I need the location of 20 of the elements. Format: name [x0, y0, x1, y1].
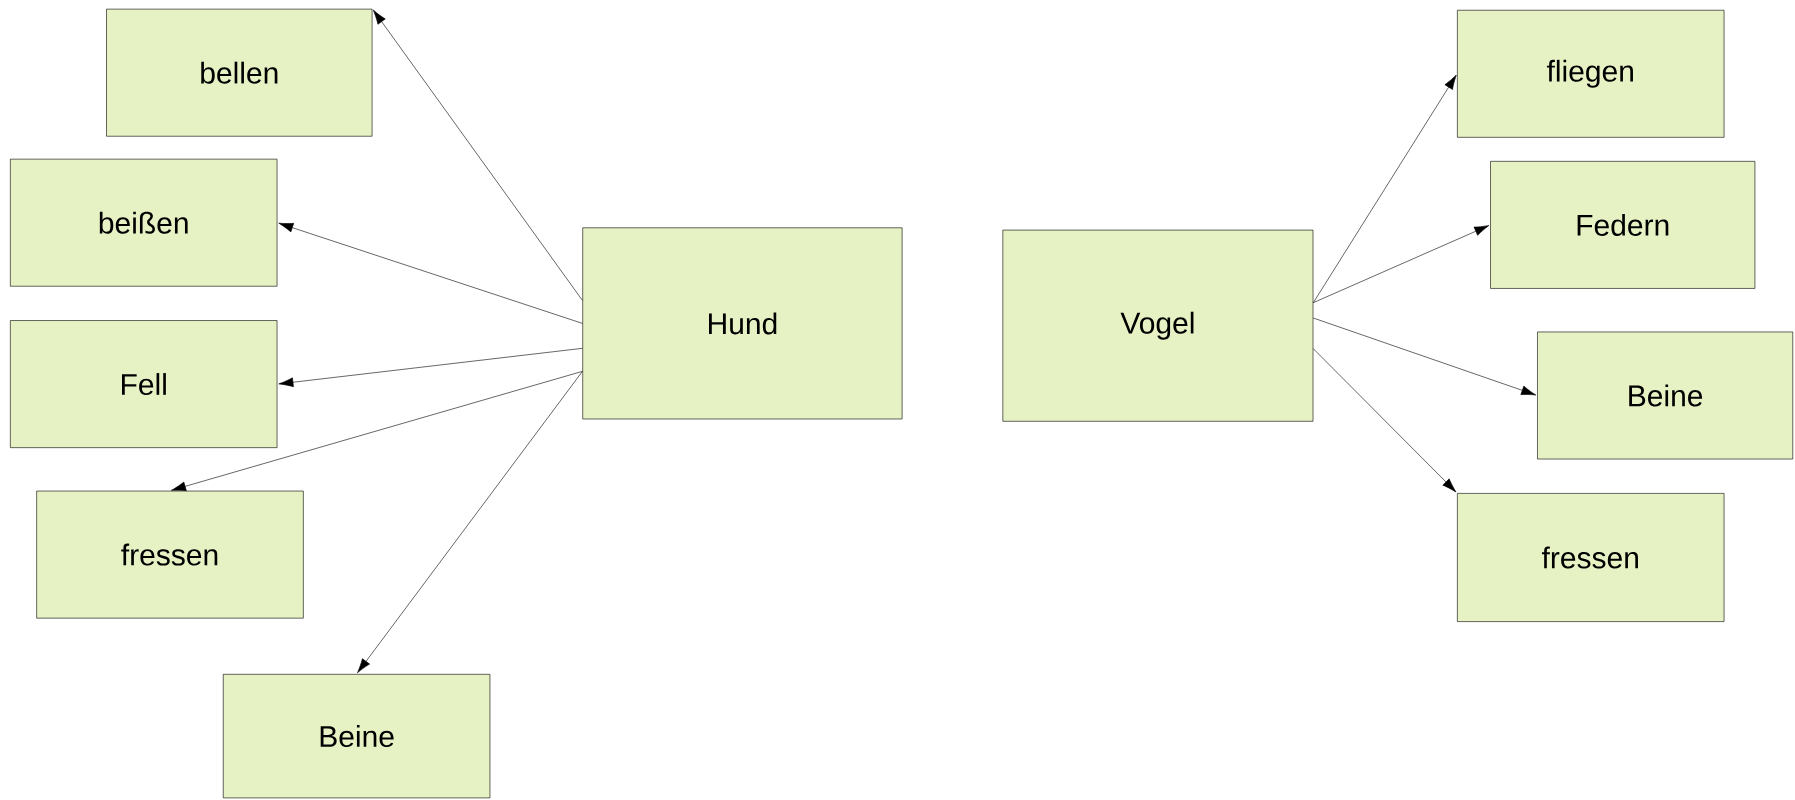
text-box: bellen [106, 8, 373, 137]
text-box: fressen [36, 490, 304, 619]
arrow [171, 371, 583, 492]
text-box: beißen [10, 158, 278, 287]
arrow [1313, 225, 1490, 303]
arrow [372, 9, 583, 301]
text-box: Federn [1490, 161, 1756, 289]
arrow [1313, 348, 1457, 493]
arrow [1313, 74, 1457, 303]
text-box: Beine [1537, 331, 1794, 460]
text-box: Vogel [1002, 229, 1314, 422]
arrow [278, 222, 583, 324]
text-box: Beine [222, 674, 491, 799]
arrow [278, 348, 583, 388]
arrow [1313, 317, 1537, 396]
text-box: fressen [1457, 493, 1725, 622]
text-box: Hund [582, 227, 903, 420]
text-box: fliegen [1457, 9, 1725, 138]
arrow [357, 371, 583, 674]
text-box: Fell [10, 320, 278, 448]
